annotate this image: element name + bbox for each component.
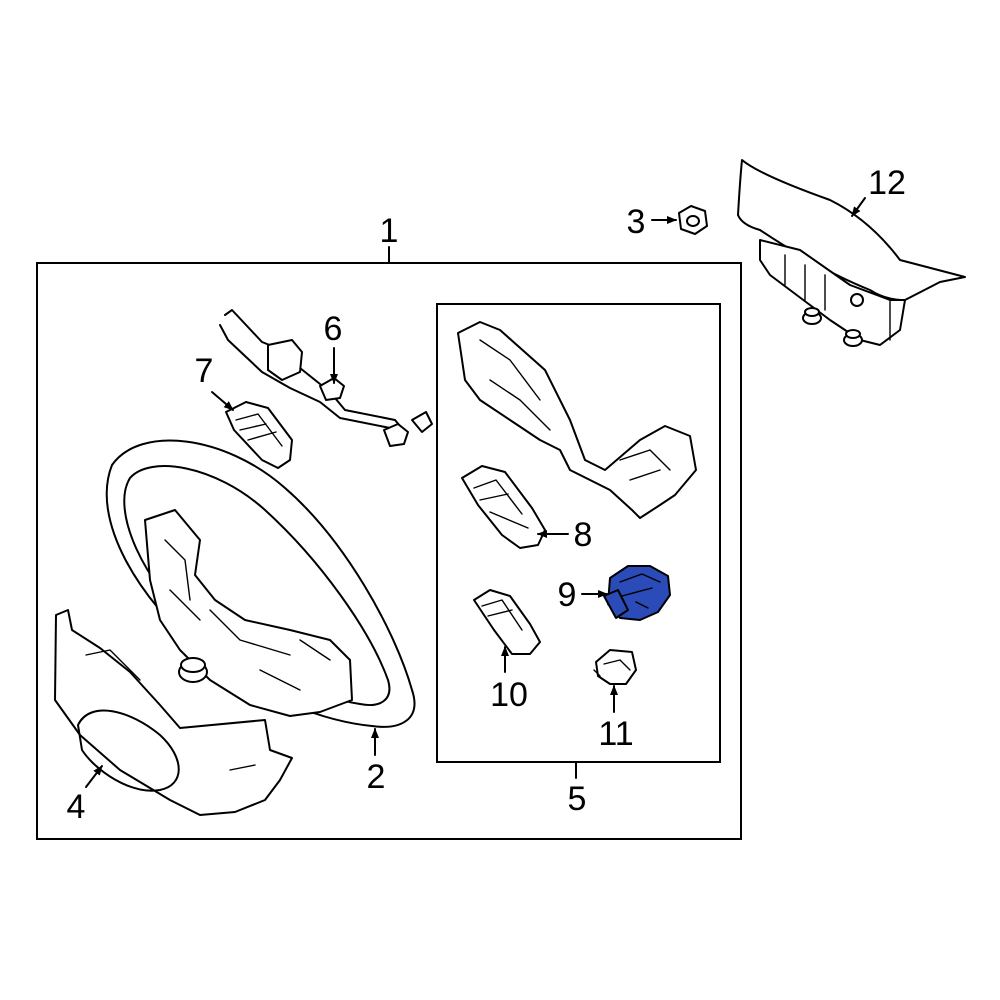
part-8-switch[interactable] bbox=[461, 465, 546, 549]
callout-4: 4 bbox=[67, 788, 86, 826]
callout-6: 6 bbox=[324, 310, 343, 348]
part-9-switch-highlighted[interactable] bbox=[603, 565, 671, 621]
airbag-connector-right bbox=[843, 329, 863, 347]
assembly-box-switches bbox=[436, 303, 721, 763]
callout-2: 2 bbox=[367, 758, 386, 796]
callout-1: 1 bbox=[380, 212, 399, 250]
part-11-connector[interactable] bbox=[593, 649, 637, 685]
part-5-switch-housing[interactable] bbox=[457, 321, 697, 519]
part-2-steering-wheel[interactable] bbox=[105, 439, 416, 728]
leader-7 bbox=[211, 391, 234, 411]
callout-5: 5 bbox=[568, 780, 587, 818]
callout-11: 11 bbox=[598, 715, 633, 753]
leader-12 bbox=[851, 197, 866, 217]
part-6-wiring-harness[interactable] bbox=[219, 309, 433, 447]
part-3-nut[interactable] bbox=[678, 205, 708, 235]
callout-3: 3 bbox=[627, 203, 646, 241]
part-10-switch[interactable] bbox=[473, 589, 541, 655]
callout-8: 8 bbox=[574, 516, 593, 554]
callout-7: 7 bbox=[195, 352, 214, 390]
part-7-switch[interactable] bbox=[225, 401, 293, 469]
leader-4 bbox=[85, 765, 103, 788]
part-12-airbag-module[interactable] bbox=[737, 159, 966, 347]
callout-9: 9 bbox=[558, 576, 577, 614]
steering-hub-boss bbox=[178, 657, 208, 683]
callout-10: 10 bbox=[490, 676, 528, 714]
airbag-connector-left bbox=[802, 307, 822, 325]
part-4-lower-cover[interactable] bbox=[54, 609, 293, 816]
callout-12: 12 bbox=[868, 164, 906, 202]
